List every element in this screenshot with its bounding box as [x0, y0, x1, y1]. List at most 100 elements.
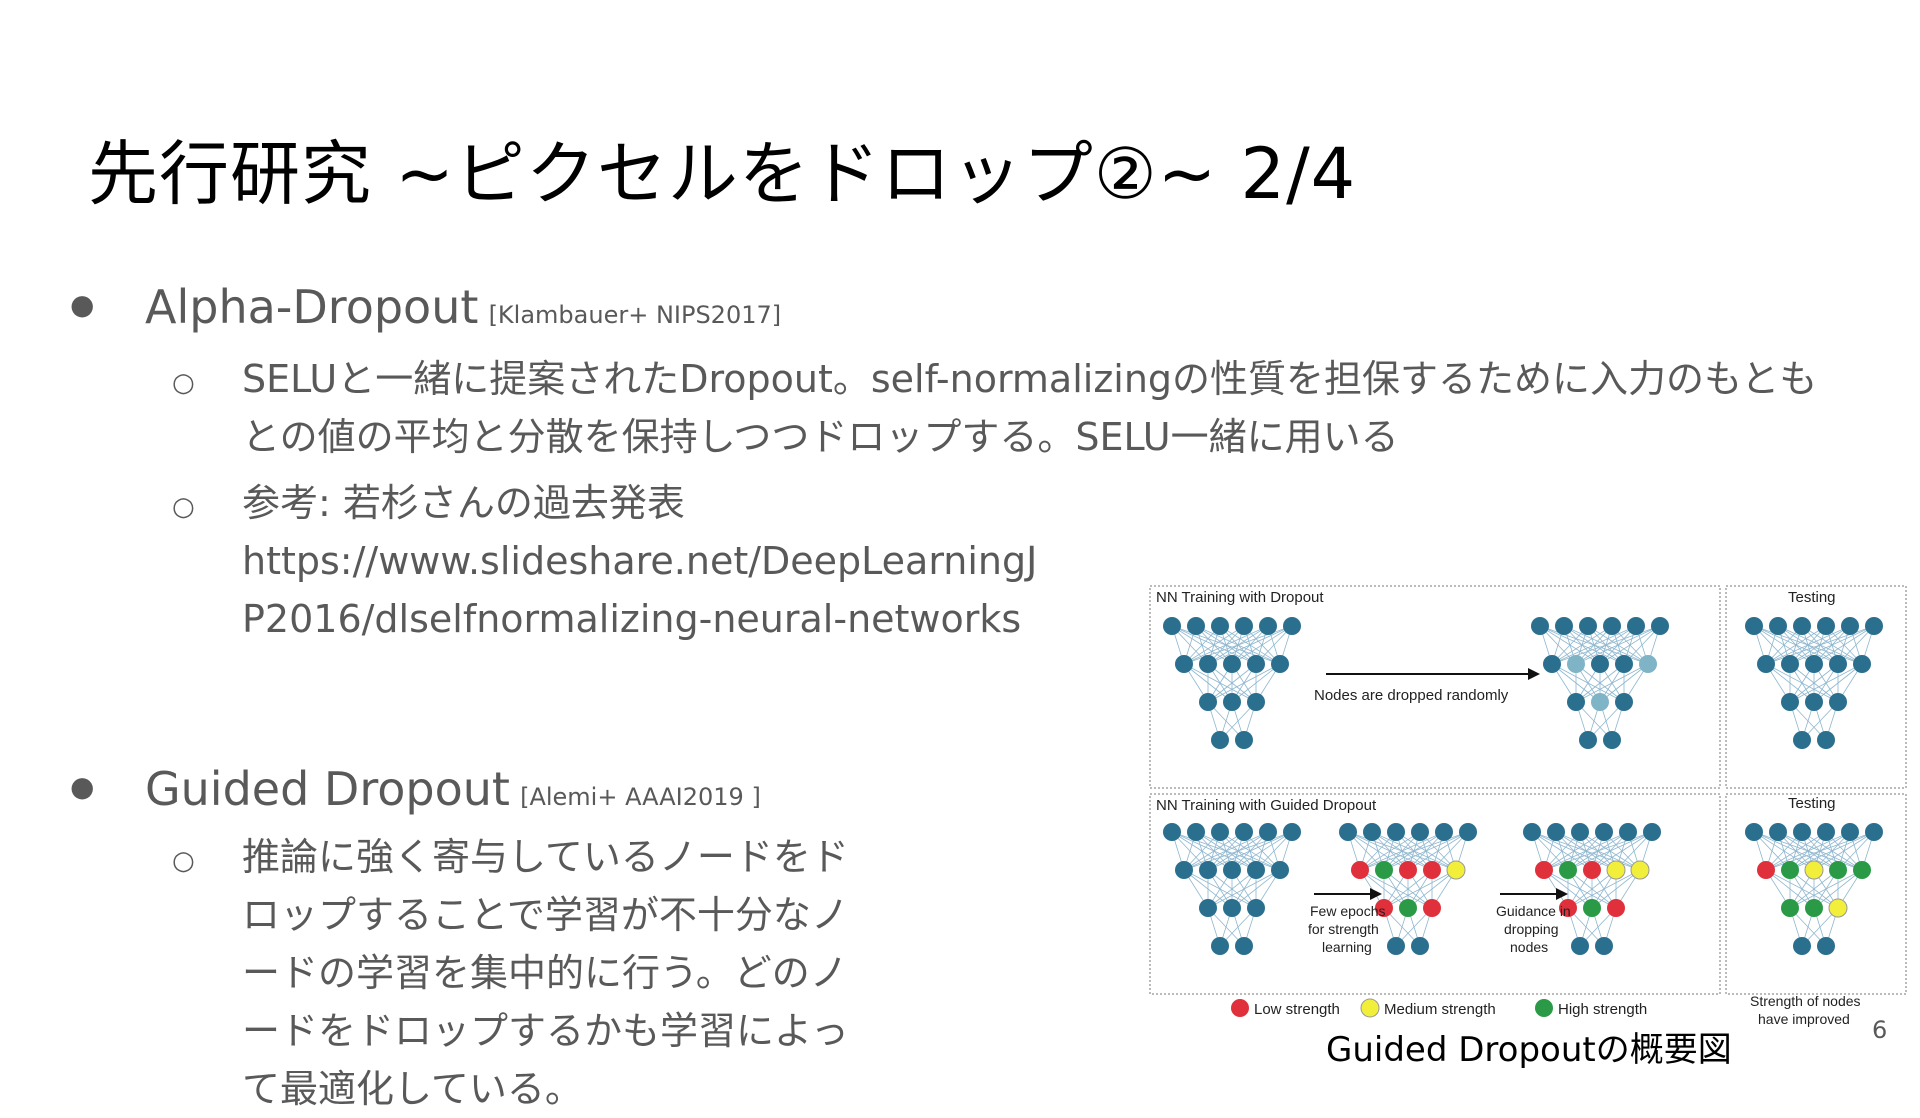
panel-guided-frame	[1149, 793, 1721, 995]
legend-medium-label: Medium strength	[1384, 1001, 1496, 1018]
network-node	[1745, 823, 1763, 841]
network-node	[1793, 937, 1811, 955]
panel-testing-frame-top	[1725, 585, 1907, 789]
legend-low-label: Low strength	[1254, 1001, 1340, 1018]
network-node	[1223, 693, 1241, 711]
network-node	[1271, 655, 1289, 673]
network-node	[1793, 617, 1811, 635]
network-node	[1607, 899, 1625, 917]
network-node	[1591, 655, 1609, 673]
network-node	[1459, 823, 1477, 841]
network-node	[1630, 860, 1650, 880]
network-node	[1235, 823, 1253, 841]
sub-bullet-circle-icon: ○	[172, 492, 195, 522]
sub-bullet-circle-icon: ○	[172, 846, 195, 876]
network-node	[1399, 899, 1417, 917]
network-node	[1423, 861, 1441, 879]
network-node	[1555, 617, 1573, 635]
network-node	[1865, 617, 1883, 635]
network-node	[1423, 899, 1441, 917]
sub-bullet-text: SELUと一緒に提案されたDropout。self-normalizingの性質…	[242, 357, 1818, 459]
network-node	[1363, 823, 1381, 841]
bullet-dot-icon: ●	[70, 770, 95, 803]
network-node	[1247, 899, 1265, 917]
network-node	[1769, 617, 1787, 635]
arrow2-line3: nodes	[1510, 939, 1548, 955]
sub-bullet-reference: ○ 参考: 若杉さんの過去発表 https://www.slideshare.n…	[172, 474, 1092, 648]
network-node	[1199, 899, 1217, 917]
network-node	[1163, 617, 1181, 635]
network-node	[1651, 617, 1669, 635]
network-node	[1351, 861, 1369, 879]
network-node	[1781, 693, 1799, 711]
reference-label: 参考: 若杉さんの過去発表	[242, 481, 685, 525]
legend-low-icon	[1231, 999, 1249, 1017]
network-node	[1535, 861, 1553, 879]
arrow-head-icon	[1528, 668, 1540, 680]
network-node	[1559, 861, 1577, 879]
network-node	[1199, 655, 1217, 673]
network-node	[1435, 823, 1453, 841]
network-node	[1259, 823, 1277, 841]
network-node	[1163, 823, 1181, 841]
network-node	[1567, 655, 1585, 673]
network-node	[1583, 861, 1601, 879]
legend-high-icon	[1535, 999, 1553, 1017]
arrow2-line1: Guidance in	[1496, 903, 1571, 919]
network-node	[1547, 823, 1565, 841]
network-node	[1579, 731, 1597, 749]
network-node	[1805, 655, 1823, 673]
network-node	[1559, 899, 1577, 917]
network-node	[1247, 861, 1265, 879]
bullet-lead: Alpha-Dropout	[145, 280, 479, 334]
network-node	[1235, 937, 1253, 955]
network-node	[1805, 693, 1823, 711]
network-node	[1211, 617, 1229, 635]
network-testing-bottom	[1745, 823, 1883, 955]
network-node	[1375, 861, 1393, 879]
testing-label-top: Testing	[1788, 589, 1836, 606]
network-node	[1247, 655, 1265, 673]
network-node	[1211, 731, 1229, 749]
testing-label-bottom: Testing	[1788, 795, 1836, 812]
network-guided-start	[1163, 823, 1301, 955]
network-node	[1603, 731, 1621, 749]
network-node	[1817, 823, 1835, 841]
network-node	[1829, 655, 1847, 673]
network-node	[1211, 823, 1229, 841]
network-node	[1606, 860, 1626, 880]
network-node	[1543, 655, 1561, 673]
network-node	[1595, 823, 1613, 841]
network-node	[1175, 861, 1193, 879]
network-node	[1603, 617, 1621, 635]
reference-link-line1[interactable]: https://www.slideshare.net/DeepLearningJ	[242, 539, 1038, 583]
panel-dropout-frame	[1149, 585, 1721, 789]
network-node	[1828, 898, 1848, 918]
network-node	[1283, 823, 1301, 841]
network-node	[1804, 860, 1824, 880]
network-node	[1571, 937, 1589, 955]
reference-link-line2[interactable]: P2016/dlselfnormalizing-neural-networks	[242, 597, 1022, 641]
guided-dropout-figure: NN Training with Dropout Testing NN Trai…	[1148, 584, 1908, 1036]
arrow-head-icon	[1370, 888, 1382, 900]
sub-bullet-text: 推論に強く寄与しているノードをドロップすることで学習が不十分なノードの学習を集中…	[242, 835, 849, 1111]
figure-caption: Guided Dropoutの概要図	[1326, 1030, 1732, 1070]
network-node	[1187, 823, 1205, 841]
network-node	[1817, 617, 1835, 635]
network-node	[1223, 899, 1241, 917]
network-testing-top	[1745, 617, 1883, 749]
network-guided-drop	[1523, 823, 1661, 955]
network-node	[1567, 693, 1585, 711]
bullet-dot-icon: ●	[70, 288, 95, 321]
network-node	[1793, 823, 1811, 841]
network-node	[1853, 655, 1871, 673]
network-node	[1411, 823, 1429, 841]
network-node	[1211, 937, 1229, 955]
network-node	[1841, 823, 1859, 841]
network-node	[1627, 617, 1645, 635]
network-node	[1817, 731, 1835, 749]
network-node	[1615, 655, 1633, 673]
network-node	[1841, 617, 1859, 635]
slide-title: 先行研究 ~ピクセルをドロップ②~ 2/4	[88, 133, 1357, 215]
sub-bullet-circle-icon: ○	[172, 368, 195, 398]
